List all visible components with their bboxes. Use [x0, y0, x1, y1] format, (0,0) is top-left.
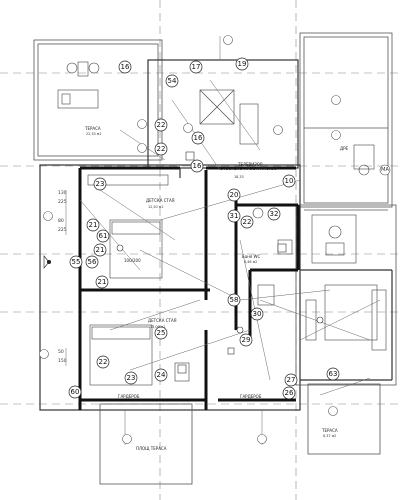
svg-text:22: 22	[157, 145, 166, 153]
svg-text:21: 21	[89, 221, 98, 229]
room-label-child-room-2: ДЕТСКА СТАЯ	[148, 318, 177, 323]
room-area-child-room-2: 13,09 м2	[150, 325, 166, 329]
svg-text:60: 60	[71, 388, 80, 396]
room-area-terrace-bottom-right: 6,37 м2	[323, 434, 336, 438]
svg-text:32: 32	[270, 210, 279, 218]
svg-text:25: 25	[157, 329, 166, 337]
room-label-child-room-1: ДЕТСКА СТАЯ	[146, 198, 175, 203]
callout-26: 26	[282, 386, 296, 400]
callout-22: 22	[96, 355, 110, 369]
svg-text:22: 22	[243, 218, 252, 226]
callout-32: 32	[267, 207, 281, 221]
room-area-terrace-top: 22,33 м2	[86, 132, 102, 136]
svg-text:17: 17	[192, 63, 201, 71]
callout-19: 19	[235, 57, 249, 71]
callout-24: 24	[154, 368, 168, 382]
room-labels: ТЕРАСА 22,33 м2 ОТВОРЕНО ПРОСТРАНСТВО 18…	[84, 126, 349, 451]
callout-17: 17	[189, 60, 203, 74]
room-label-terrace-bottom-mid: ПЛОЩ ТЕРАСА	[136, 446, 167, 451]
callout-22: 22	[154, 142, 168, 156]
room-label-terrace-bottom-right: ТЕРАСА	[321, 428, 338, 433]
svg-text:26: 26	[285, 389, 294, 397]
svg-text:55: 55	[72, 258, 81, 266]
walls	[33, 32, 397, 485]
svg-text:61: 61	[99, 232, 108, 240]
svg-text:21: 21	[98, 278, 107, 286]
callout-25: 25	[154, 326, 168, 340]
svg-text:30: 30	[253, 310, 262, 318]
dim-225-b: 225	[58, 227, 67, 233]
room-label-corridor: ОТВОРЕНО ПРОСТРАНСТВО	[220, 166, 277, 171]
svg-text:24: 24	[157, 371, 166, 379]
callout-31: 31	[227, 209, 241, 223]
furniture	[57, 61, 387, 386]
room-label-wc: Баня WC	[242, 254, 260, 259]
electrical-symbols	[116, 151, 324, 374]
callout-29: 29	[239, 333, 253, 347]
room-label-wardrobe-2: ГАРДЕРОБ	[240, 394, 262, 399]
callout-21: 21	[95, 275, 109, 289]
dimensions: 130 225 80 225 50 150	[58, 190, 67, 366]
callout-21: 21	[93, 243, 107, 257]
callout-16: 16	[191, 131, 205, 145]
callout-30: 30	[250, 307, 264, 321]
callout-58: 58	[227, 293, 241, 307]
svg-text:23: 23	[96, 180, 105, 188]
svg-text:16: 16	[194, 134, 203, 142]
dim-225-a: 225	[58, 199, 67, 205]
room-label-storage-right: ДРЕ	[340, 146, 349, 151]
callout-21: 21	[86, 218, 100, 232]
callout-55: 55	[69, 255, 83, 269]
svg-text:27: 27	[287, 376, 296, 384]
callout-22: 22	[154, 118, 168, 132]
svg-text:22: 22	[99, 358, 108, 366]
svg-text:22: 22	[157, 121, 166, 129]
svg-text:20: 20	[230, 191, 239, 199]
callout-16: 16	[190, 159, 204, 173]
svg-text:23: 23	[127, 374, 136, 382]
room-area-wc: 4,46 м2	[244, 260, 257, 264]
tv-label: ТЕЛЕВИЗОР	[237, 162, 263, 167]
dim-130: 130	[58, 190, 67, 196]
dim-80: 80	[58, 218, 64, 224]
room-label-terrace-top: ТЕРАСА	[84, 126, 101, 131]
callout-27: 27	[284, 373, 298, 387]
callout-22: 22	[240, 215, 254, 229]
svg-text:58: 58	[230, 296, 239, 304]
svg-text:16: 16	[193, 162, 202, 170]
callout-20: 20	[227, 188, 241, 202]
callout-23: 23	[93, 177, 107, 191]
callout-16: 16	[118, 60, 132, 74]
callout-61: 61	[96, 229, 110, 243]
room-area-corridor: 18,33	[234, 175, 244, 179]
misc-markers: MA	[43, 164, 391, 269]
callout-54: 54	[165, 74, 179, 88]
svg-text:10: 10	[285, 177, 294, 185]
svg-text:63: 63	[329, 370, 338, 378]
svg-text:MA: MA	[381, 167, 389, 173]
svg-text:16: 16	[121, 63, 130, 71]
callout-10: 10	[282, 174, 296, 188]
dim-150: 150	[58, 358, 67, 364]
callout-56: 56	[85, 255, 99, 269]
svg-text:54: 54	[168, 77, 177, 85]
room-area-child-room-1: 12,50 м2	[148, 205, 164, 209]
callout-63: 63	[326, 367, 340, 381]
callout-23: 23	[124, 371, 138, 385]
dim-50: 50	[58, 349, 64, 355]
sofa-size-label: 100/200	[124, 258, 141, 263]
callouts: 16 17 19 54 22 22 16 10 16 20 23 21 31 3…	[68, 57, 340, 400]
room-label-wardrobe: ГАРДЕРОБ	[118, 394, 140, 399]
callout-60: 60	[68, 385, 82, 399]
svg-text:31: 31	[230, 212, 239, 220]
svg-text:29: 29	[242, 336, 251, 344]
svg-text:19: 19	[238, 60, 247, 68]
svg-text:56: 56	[88, 258, 97, 266]
svg-text:21: 21	[96, 246, 105, 254]
grid-bubbles	[39, 35, 341, 444]
